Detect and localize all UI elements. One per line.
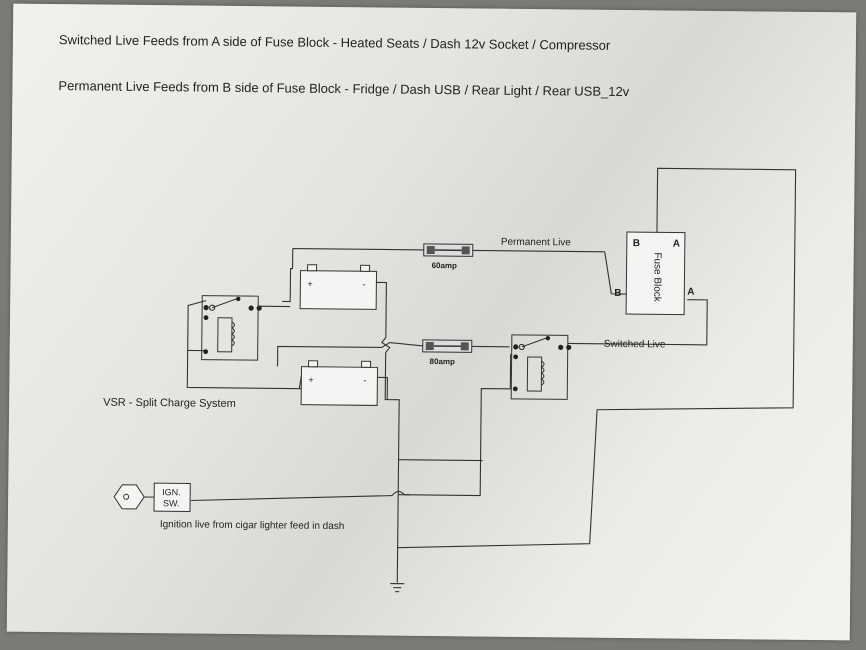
fuse-80amp xyxy=(422,339,473,353)
wires xyxy=(186,167,797,583)
wiring-diagram: 60amp 80amp Permanent Live Switched Live… xyxy=(103,167,797,593)
wire-relay2-bottom xyxy=(398,353,512,497)
battery-bottom-plus: + xyxy=(308,375,313,385)
wire-to-b xyxy=(604,251,627,295)
ground-icon xyxy=(390,583,405,593)
fuse-60amp xyxy=(423,243,474,257)
battery-bottom xyxy=(300,360,379,406)
fuse-block-b-side: B xyxy=(614,288,621,299)
wire-ground xyxy=(396,459,400,583)
wire-loop xyxy=(397,167,797,549)
ignition-key-icon xyxy=(113,484,155,510)
fuse-80amp-label: 80amp xyxy=(430,357,456,366)
wire-mid-horizontal xyxy=(398,459,483,462)
switched-relay xyxy=(510,334,572,400)
wire-ignition-hop xyxy=(391,490,405,496)
battery-top-minus: - xyxy=(362,279,365,289)
fuse-block xyxy=(625,231,686,316)
wire-top-rail xyxy=(282,248,294,303)
vsr-relay xyxy=(201,295,262,361)
fuse-block-a-top: A xyxy=(673,239,680,250)
permanent-live-label: Permanent Live xyxy=(501,237,572,249)
battery-top xyxy=(299,264,378,310)
wire-relay2-switched xyxy=(567,299,708,346)
ignition-switch-box xyxy=(153,482,191,512)
paper-sheet: Switched Live Feeds from A side of Fuse … xyxy=(6,3,857,641)
wire-batt1-right xyxy=(375,281,400,460)
fuse-block-title: Fuse Block xyxy=(651,252,663,303)
ignition-line1: IGN. xyxy=(162,487,181,497)
fuse-60amp-label: 60amp xyxy=(432,261,458,270)
wire-ignition xyxy=(191,495,393,502)
vsr-label: VSR - Split Charge System xyxy=(103,397,236,410)
fuse-block-a-side: A xyxy=(687,287,694,298)
wire-mid-rail xyxy=(276,341,423,367)
wire-top-right xyxy=(472,249,605,253)
fuse-block-b-top: B xyxy=(633,238,640,249)
switched-live-label: Switched Live xyxy=(604,339,666,351)
wire-top-left xyxy=(292,247,424,251)
battery-top-plus: + xyxy=(307,279,312,289)
ignition-caption: Ignition live from cigar lighter feed in… xyxy=(160,519,345,532)
battery-bottom-minus: - xyxy=(363,375,366,385)
ignition-line2: SW. xyxy=(163,498,180,508)
wire-batt2-right xyxy=(376,376,388,400)
wire-relay1-left xyxy=(186,300,302,390)
